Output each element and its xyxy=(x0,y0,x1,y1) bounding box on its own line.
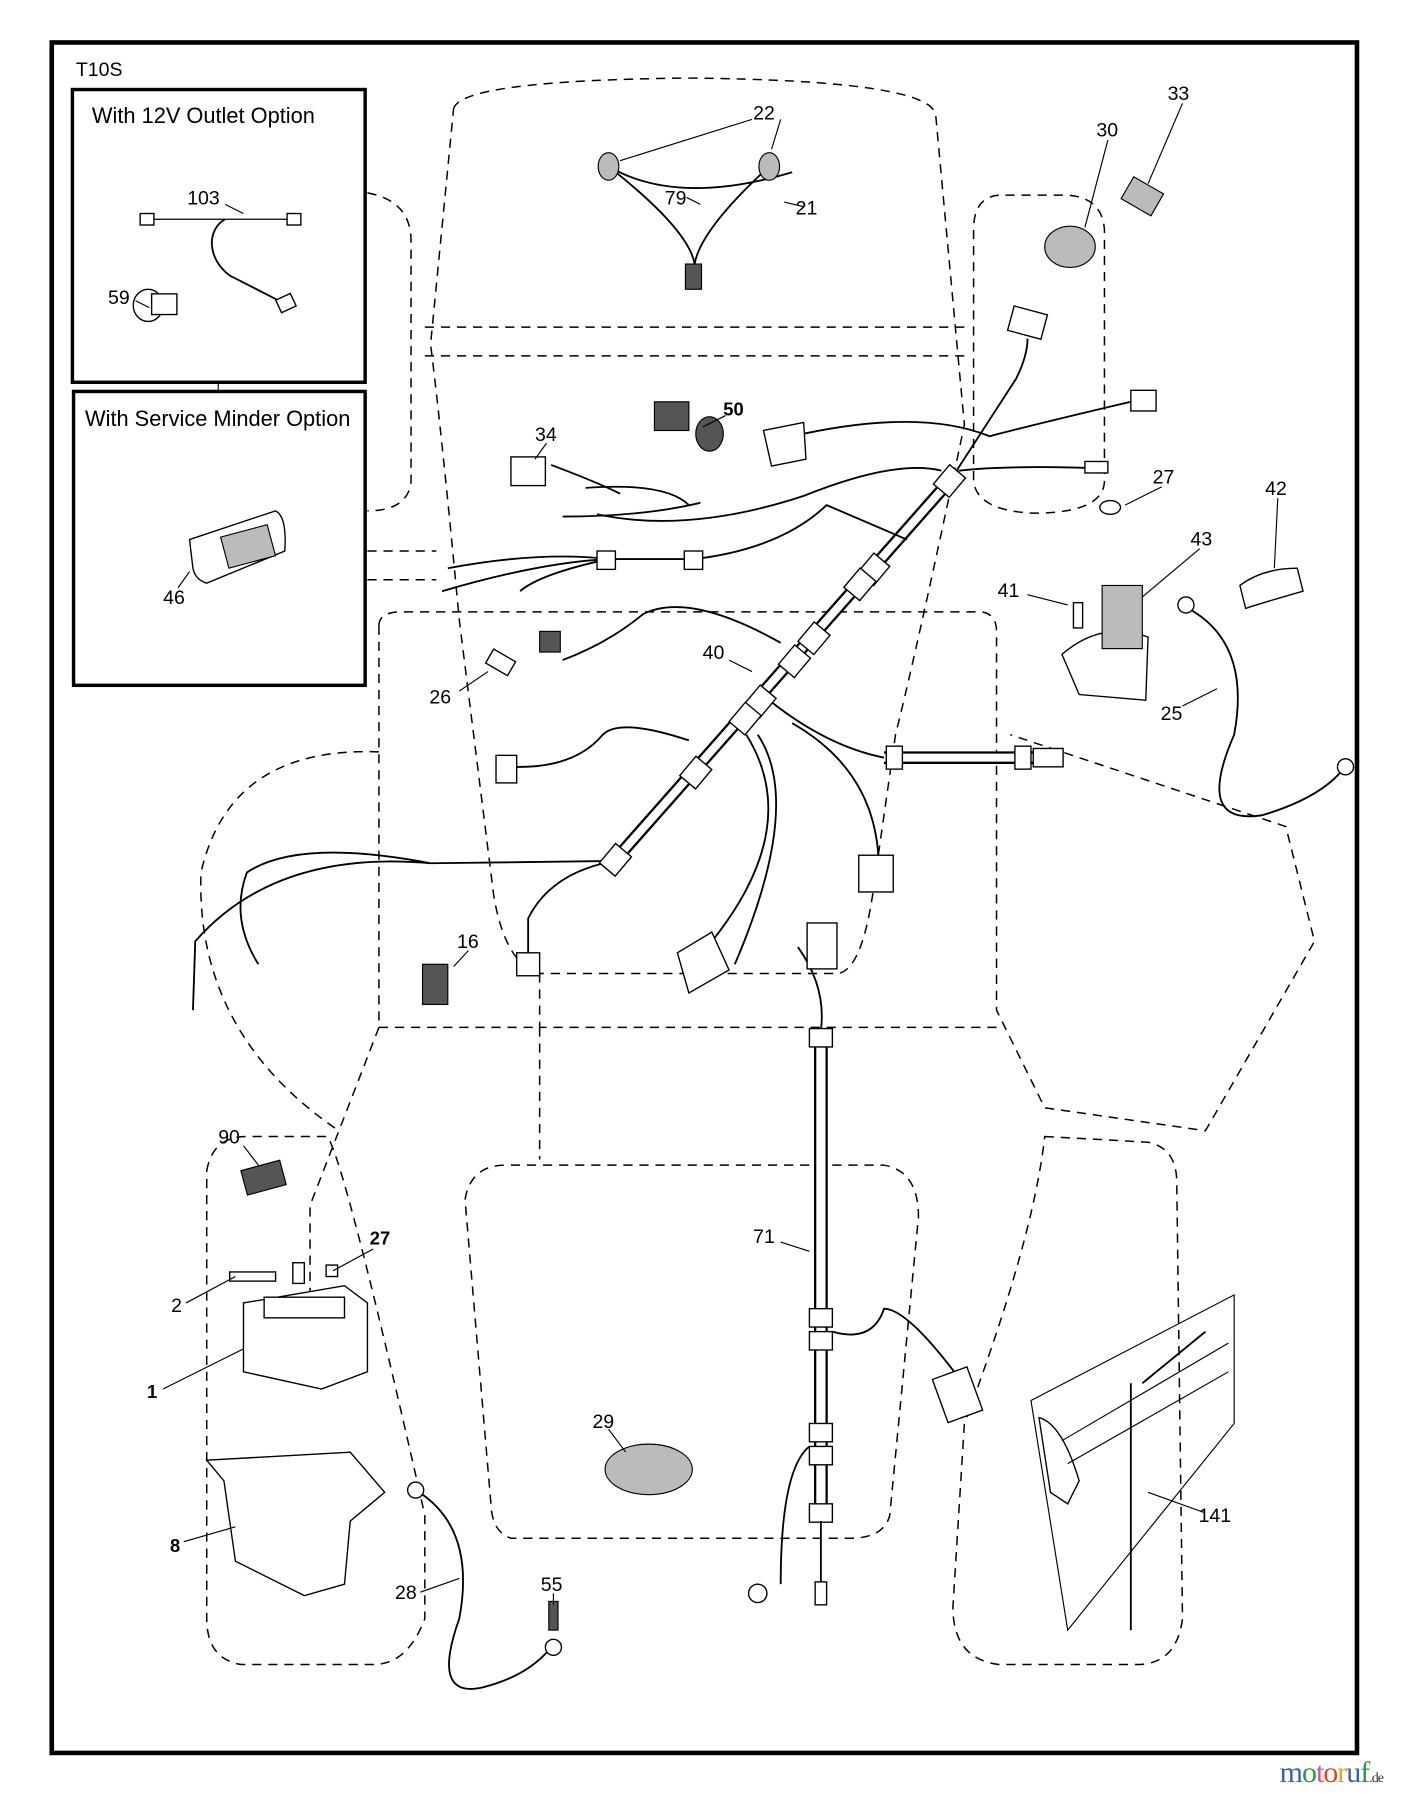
inset-service-minder-title: With Service Minder Option xyxy=(85,406,350,431)
watermark-suffix: .de xyxy=(1369,1771,1384,1786)
callout-1: 1 xyxy=(147,1381,157,1402)
callout-55: 55 xyxy=(541,1574,563,1596)
callout-labels: 103 59 46 22 79 21 33 30 50 34 27 42 43 … xyxy=(108,83,1287,1604)
callout-2: 2 xyxy=(171,1295,182,1317)
callout-50: 50 xyxy=(723,399,743,420)
callout-34: 34 xyxy=(535,424,557,446)
callout-41: 41 xyxy=(998,580,1020,602)
callout-28: 28 xyxy=(395,1582,417,1604)
callout-141: 141 xyxy=(1199,1505,1232,1527)
inset-12v-title: With 12V Outlet Option xyxy=(92,103,315,128)
callout-59: 59 xyxy=(108,287,130,309)
callout-71: 71 xyxy=(753,1226,775,1248)
callout-29: 29 xyxy=(592,1411,614,1433)
callout-8: 8 xyxy=(170,1535,180,1556)
callout-25: 25 xyxy=(1161,703,1183,725)
callout-27: 27 xyxy=(1153,466,1175,488)
callout-103: 103 xyxy=(187,187,220,209)
callout-42: 42 xyxy=(1265,478,1287,500)
callout-46: 46 xyxy=(163,587,185,609)
inset-12v-outlet: With 12V Outlet Option xyxy=(70,87,367,384)
callout-21: 21 xyxy=(796,198,818,220)
callout-43: 43 xyxy=(1191,528,1213,550)
diagram-frame xyxy=(49,40,1360,1756)
watermark-text: motoruf xyxy=(1279,1756,1371,1789)
leader-lines xyxy=(135,103,1279,1605)
callout-79: 79 xyxy=(665,187,687,209)
callout-30: 30 xyxy=(1096,120,1118,142)
callout-22: 22 xyxy=(753,102,775,124)
main-wiring-harness xyxy=(192,305,1157,1011)
callout-16: 16 xyxy=(457,931,479,953)
callout-27-battery: 27 xyxy=(370,1227,390,1248)
callout-40: 40 xyxy=(703,642,725,664)
watermark-logo: motoruf.de xyxy=(1279,1756,1384,1790)
inset-service-minder: With Service Minder Option xyxy=(71,389,367,688)
model-label: T10S xyxy=(76,59,123,81)
callout-90: 90 xyxy=(218,1126,240,1148)
callout-33: 33 xyxy=(1168,83,1190,105)
callout-26: 26 xyxy=(429,687,451,709)
